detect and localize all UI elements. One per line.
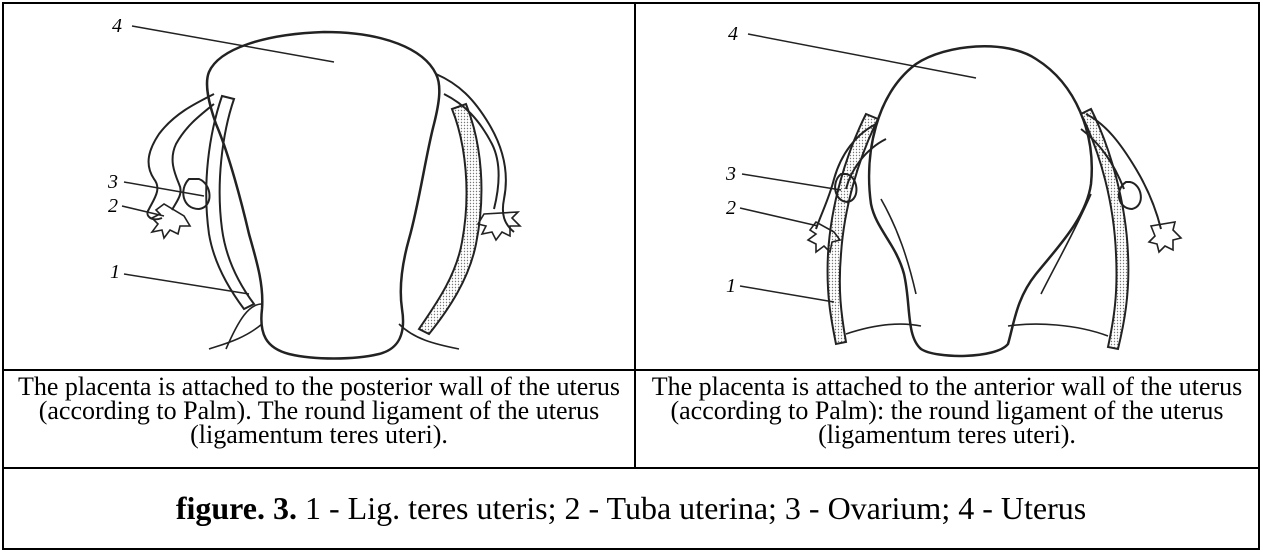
label-4: 4 <box>728 23 738 45</box>
right-fimbria <box>1149 222 1181 252</box>
caption-posterior: The placenta is attached to the posterio… <box>4 371 634 467</box>
anterior-wall-diagram: 4 3 2 1 <box>636 4 1258 369</box>
left-round-ligament <box>206 96 254 309</box>
right-ovary <box>1119 182 1141 209</box>
label-1: 1 <box>110 261 120 283</box>
figure-legend: 1 - Lig. teres uteris; 2 - Tuba uterina;… <box>297 490 1086 526</box>
figure-caption: figure. 3. 1 - Lig. teres uteris; 2 - Tu… <box>4 469 1258 548</box>
label-2: 2 <box>726 197 736 219</box>
label-3: 3 <box>725 163 736 185</box>
figure-label: figure. 3. <box>176 490 297 526</box>
label-4: 4 <box>112 15 122 37</box>
label-2: 2 <box>108 195 118 217</box>
uterus-outline <box>869 46 1092 356</box>
right-fimbria <box>478 212 520 240</box>
label-3: 3 <box>107 171 118 193</box>
uterus-outline <box>207 32 439 359</box>
left-fimbria <box>152 204 190 238</box>
right-round-ligament <box>419 104 481 334</box>
caption-anterior: The placenta is attached to the anterior… <box>636 371 1258 467</box>
label-1: 1 <box>726 275 736 297</box>
posterior-wall-diagram: 4 3 2 1 <box>4 4 634 369</box>
left-fallopian-tube <box>147 94 214 219</box>
